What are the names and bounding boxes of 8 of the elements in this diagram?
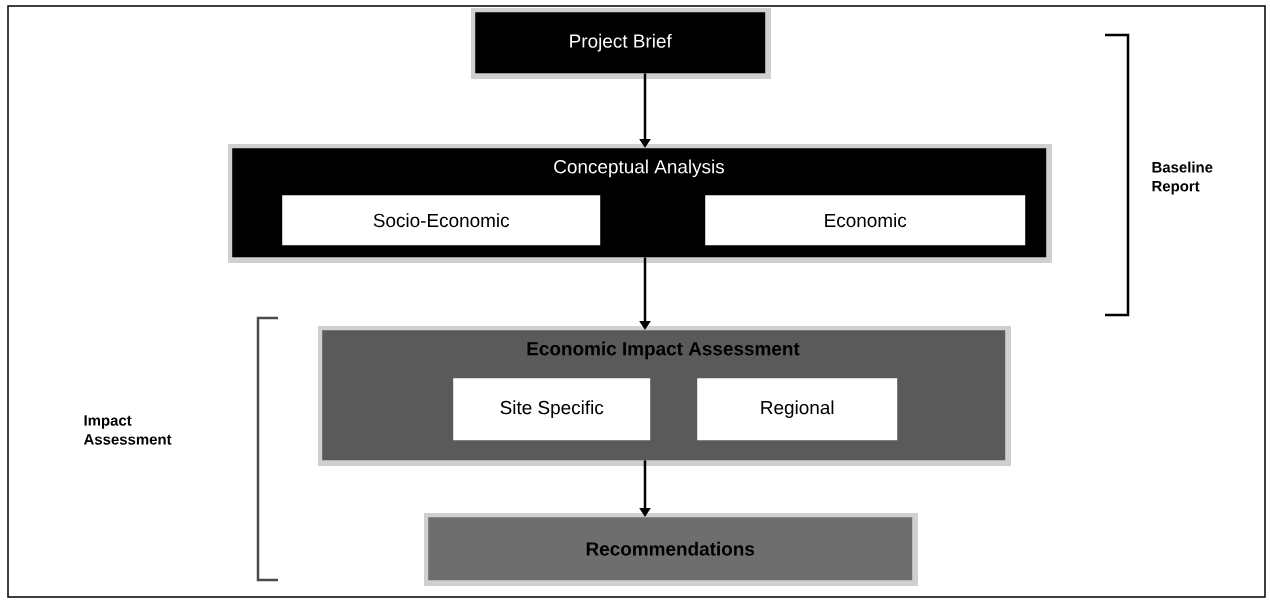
sub-box: Socio-Economic	[282, 195, 601, 246]
process-box: Recommendations	[424, 513, 918, 586]
side-label: Baseline Report	[1152, 161, 1213, 195]
sub-box: Regional	[697, 378, 898, 441]
sub-box: Economic	[705, 195, 1026, 246]
process-box: Project Brief	[471, 8, 771, 79]
side-label: Impact Assessment	[83, 415, 172, 445]
sub-box: Site Specific	[453, 378, 651, 441]
